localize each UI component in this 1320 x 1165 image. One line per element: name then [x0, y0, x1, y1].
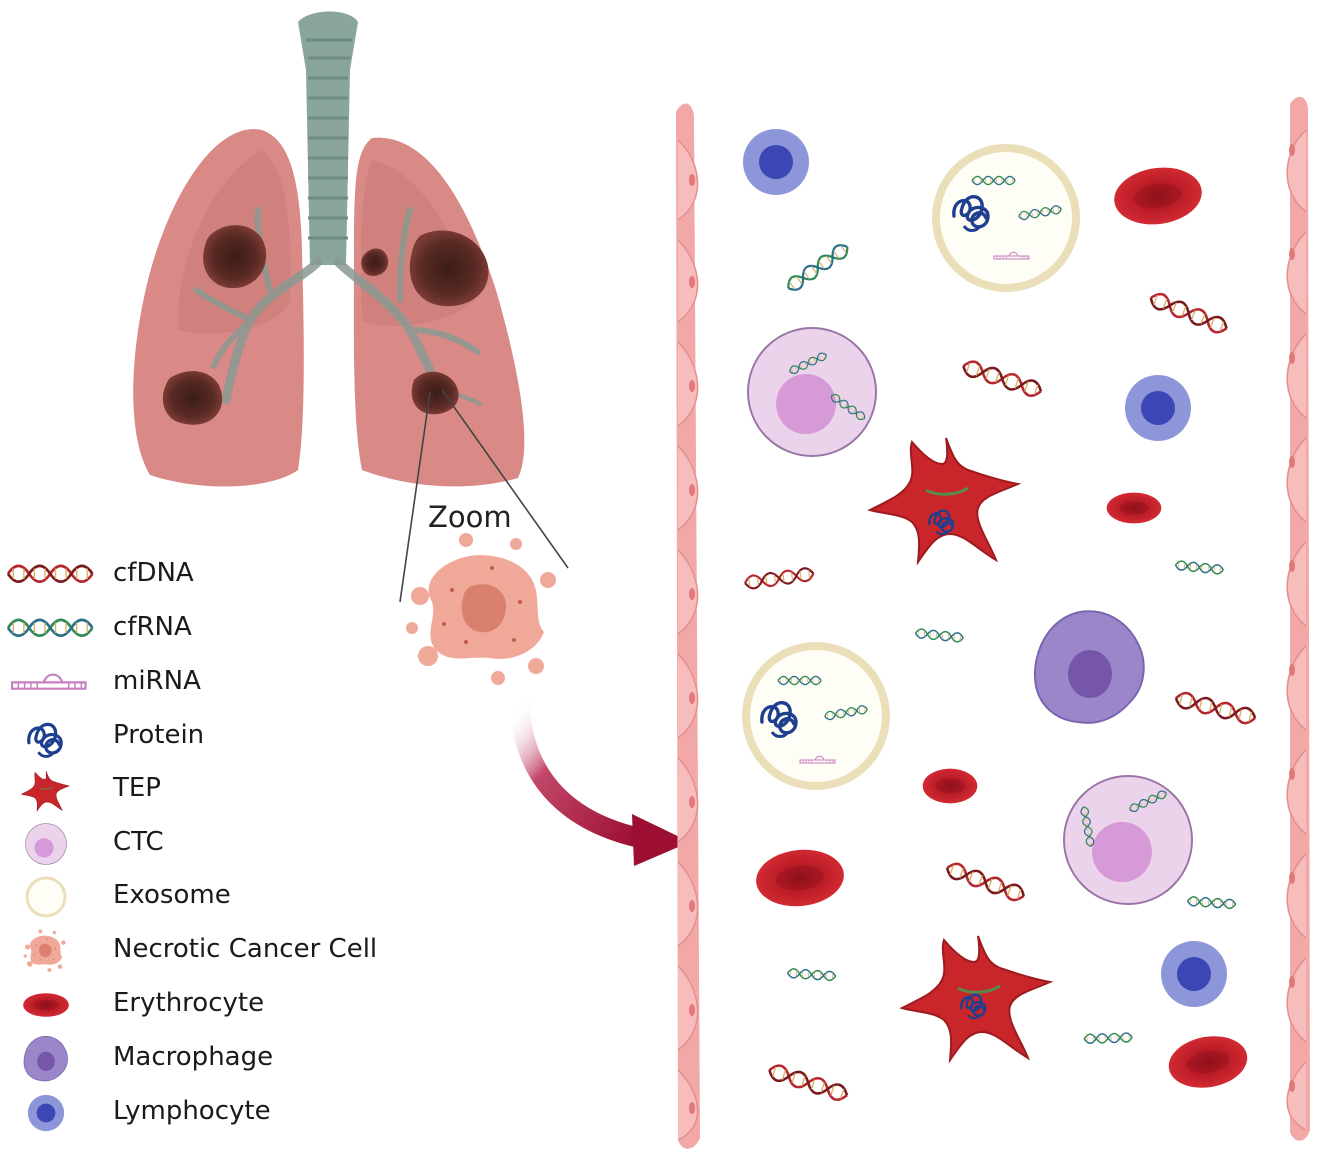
legend-label: cfDNA [113, 558, 194, 588]
zoomed-necrotic-cancer-cell [406, 533, 556, 685]
cfdna [765, 1061, 851, 1104]
legend-label: Exosome [113, 880, 231, 910]
legend-label: Macrophage [113, 1042, 274, 1072]
ctc-icon [25, 823, 67, 865]
legend-item-cfrna: cfRNA [0, 606, 420, 652]
cfdna [1172, 689, 1259, 727]
tep [868, 436, 1020, 564]
legend-item-erythrocyte: Erythrocyte [0, 982, 420, 1028]
zoom-label: Zoom [428, 500, 512, 534]
cfdna [943, 859, 1028, 905]
legend-item-necrotic-cancer-cell: Necrotic Cancer Cell [0, 928, 420, 974]
legend-item-tep: TEP [0, 767, 420, 813]
cfrna [786, 967, 837, 982]
zoom-line-right [441, 389, 569, 569]
macrophage-icon [23, 1036, 68, 1082]
blood-contents [743, 129, 1259, 1104]
cfrna-icon [6, 618, 94, 638]
legend-label: CTC [113, 827, 164, 857]
ctc [747, 327, 877, 457]
lymphocyte [1125, 375, 1191, 441]
cfrna [914, 627, 965, 644]
erythrocyte [1164, 1030, 1252, 1094]
erythrocyte [922, 768, 978, 804]
legend-item-exosome: Exosome [0, 874, 420, 920]
legend-item-macrophage: Macrophage [0, 1036, 420, 1082]
vessel-wall-right [1286, 96, 1310, 1141]
legend-item-protein: Protein [0, 714, 420, 760]
legend-label: Lymphocyte [113, 1096, 271, 1126]
legend-item-lymphocyte: Lymphocyte [0, 1090, 420, 1136]
legend-item-mirna: miRNA [0, 660, 420, 706]
legend-item-ctc: CTC [0, 821, 420, 867]
legend-label: Protein [113, 720, 205, 750]
cfdna [1146, 289, 1231, 337]
exosome-icon [25, 876, 67, 918]
erythrocyte [1106, 492, 1162, 524]
lymphocyte-icon [27, 1094, 65, 1132]
vessel-wall-left [676, 103, 700, 1149]
lungs-illustration [133, 11, 569, 603]
legend-label: TEP [113, 773, 161, 803]
zoom-arrow [510, 694, 690, 866]
ctc [1063, 775, 1193, 905]
lymphocyte [743, 129, 809, 195]
cfrna [1083, 1032, 1134, 1045]
macrophage [1033, 610, 1145, 724]
legend-item-cfdna: cfDNA [0, 552, 420, 598]
mirna-icon [10, 673, 87, 690]
cfdna [959, 357, 1045, 400]
tep [900, 934, 1052, 1062]
erythrocyte [1110, 162, 1206, 230]
legend-label: Erythrocyte [113, 988, 265, 1018]
protein-icon [27, 722, 63, 759]
cfdna [743, 566, 816, 591]
cfdna-icon [6, 564, 94, 584]
necrotic-cancer-cell-icon [23, 929, 66, 972]
legend-label: miRNA [113, 666, 201, 696]
lung-tumors [162, 225, 489, 425]
tep-icon [21, 770, 70, 812]
zoom-line-left [399, 391, 431, 603]
trachea [298, 11, 358, 265]
cfrna [783, 240, 853, 295]
legend-label: cfRNA [113, 612, 192, 642]
cfrna [1186, 895, 1237, 910]
exosome [746, 646, 886, 786]
lymphocyte [1161, 941, 1227, 1007]
exosome [936, 148, 1076, 288]
erythrocyte-icon [23, 993, 69, 1017]
legend-label: Necrotic Cancer Cell [113, 934, 378, 964]
erythrocyte [753, 845, 847, 911]
cfrna [1174, 559, 1225, 576]
